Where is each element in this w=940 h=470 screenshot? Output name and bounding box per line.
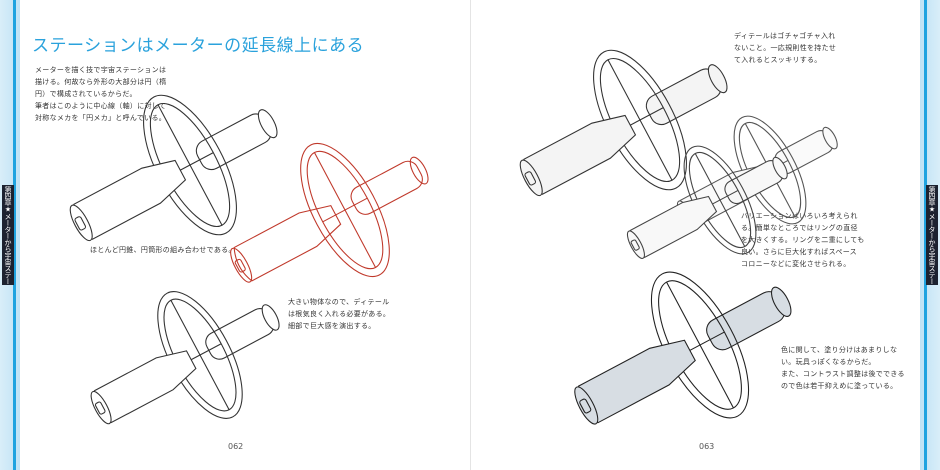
edge-stripe (924, 0, 927, 470)
edge-stripe (13, 0, 16, 470)
station-detailed-large (519, 49, 728, 197)
caption-detail: ディテールはゴチャゴチャ入れ ないこと。一応規則性を持たせ て入れるとスッキリす… (734, 32, 837, 64)
station-line-drawing (69, 94, 278, 242)
page-title: ステーションはメーターの延長線上にある (32, 36, 365, 56)
station-variation-front (626, 145, 788, 259)
station-construction-lines (230, 142, 429, 283)
chapter-side-tab: 第四章★メーターから宇宙ステーションへ (2, 185, 14, 285)
station-detailed (90, 291, 280, 425)
station-colored (574, 271, 792, 425)
left-page: 第四章★メーターから宇宙ステーションへ ステーションはメーターの延長線上にある … (0, 0, 391, 470)
caption-detail: 大きい物体なので、ディテール は根気良く入れる必要がある。 細部で巨大感を演出す… (288, 298, 391, 330)
caption-shapes: ほとんど円錐、円筒形の組み合わせである。 (90, 246, 236, 254)
intro-text: メーターを描く技で宇宙ステーションは 描ける。何故なら外形の大部分は円（楕 円）… (35, 66, 167, 122)
page-number: 063 (699, 442, 715, 451)
chapter-side-tab: 第四章★メーターから宇宙ステーションへ (926, 185, 938, 285)
caption-color: 色に関して、塗り分けはあまりしな い。玩具っぽくなるからだ。 また、コントラスト… (781, 346, 905, 390)
caption-variation: バリエーションはいろいろ考えられ る。簡単なところではリングの直径 を大きくする… (741, 212, 865, 268)
page-number: 062 (228, 442, 244, 451)
